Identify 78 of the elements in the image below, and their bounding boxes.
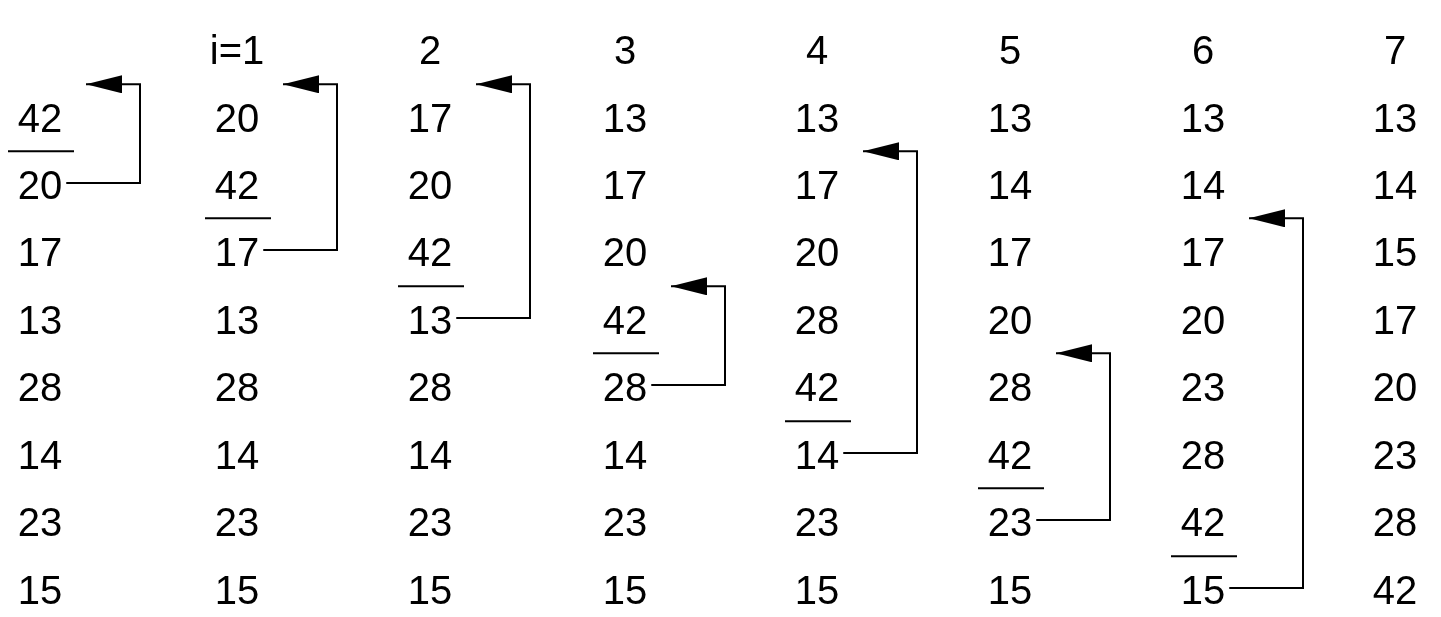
pass-number: 6 [1191,28,1215,72]
number: 42 [407,230,453,274]
number: 20 [987,298,1033,342]
number: 20 [214,96,260,140]
number: 15 [407,568,453,612]
number: 17 [987,230,1033,274]
number: 14 [1180,163,1226,207]
number: 20 [17,163,63,207]
number: 13 [987,96,1033,140]
number: 20 [1372,365,1418,409]
number: 17 [407,96,453,140]
number: 28 [794,298,840,342]
arrow [65,75,141,184]
number: 23 [602,500,648,544]
arrow [1035,344,1111,521]
number: 23 [407,500,453,544]
number: 42 [17,96,63,140]
number: 14 [794,433,840,477]
number: 15 [17,568,63,612]
arrow [1228,209,1304,589]
number: 20 [1180,298,1226,342]
number: 28 [987,365,1033,409]
number: 13 [1180,96,1226,140]
number: 17 [794,163,840,207]
number: 28 [214,365,260,409]
number: 42 [602,298,648,342]
number: 23 [794,500,840,544]
number: 23 [214,500,260,544]
arrow [842,142,918,454]
pass-number: 3 [613,28,637,72]
number: 15 [1372,230,1418,274]
number: 28 [602,365,648,409]
number: 23 [987,500,1033,544]
number: 42 [794,365,840,409]
number: 23 [17,500,63,544]
number: 28 [407,365,453,409]
number: 28 [1372,500,1418,544]
number: 28 [17,365,63,409]
number: 14 [1372,163,1418,207]
pass-number: 2 [418,28,442,72]
number: 15 [794,568,840,612]
number: 13 [214,298,260,342]
number: 23 [1180,365,1226,409]
number: 42 [1180,500,1226,544]
number: 13 [602,96,648,140]
number: 17 [214,230,260,274]
number: 14 [602,433,648,477]
number: 17 [17,230,63,274]
number: 14 [17,433,63,477]
number: 17 [1372,298,1418,342]
pass-index-label: i=1 [209,28,265,72]
number: 20 [602,230,648,274]
number: 17 [602,163,648,207]
number: 42 [214,163,260,207]
number: 15 [1180,568,1226,612]
number: 17 [1180,230,1226,274]
number: 42 [987,433,1033,477]
number: 20 [794,230,840,274]
pass-number: 4 [805,28,829,72]
number: 15 [602,568,648,612]
number: 13 [407,298,453,342]
arrow [650,277,726,386]
number: 14 [214,433,260,477]
number: 14 [987,163,1033,207]
number: 14 [407,433,453,477]
number: 13 [1372,96,1418,140]
number: 13 [794,96,840,140]
number: 15 [214,568,260,612]
number: 15 [987,568,1033,612]
number: 23 [1372,433,1418,477]
arrow [455,75,531,319]
number: 42 [1372,568,1418,612]
pass-number: 5 [998,28,1022,72]
number: 13 [17,298,63,342]
pass-number: 7 [1383,28,1407,72]
number: 28 [1180,433,1226,477]
arrow [262,75,338,251]
number: 20 [407,163,453,207]
